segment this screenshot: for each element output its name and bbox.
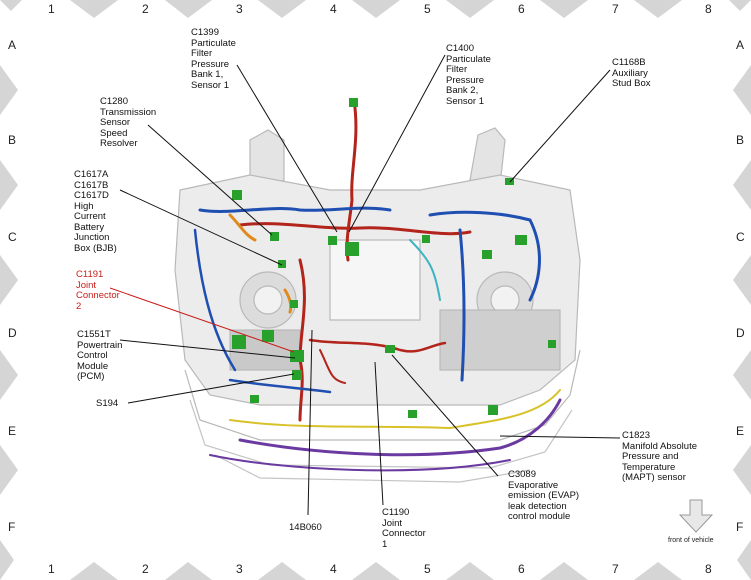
- grid-row-right-a: A: [736, 38, 745, 52]
- grid-row-left-c: C: [8, 230, 17, 244]
- wire-harnesses: [193, 98, 562, 472]
- grid-col-top-5: 5: [424, 2, 431, 16]
- grid-row-right-f: F: [736, 520, 744, 534]
- leader-lines: [109, 54, 621, 516]
- grid-col-top-7: 7: [612, 2, 619, 16]
- label-c1168b: C1168B Auxiliary Stud Box: [612, 57, 651, 89]
- label-14b060: 14B060: [289, 522, 322, 533]
- grid-col-top-1: 1: [48, 2, 55, 16]
- grid-col-bottom-6: 6: [518, 562, 525, 576]
- label-s194: S194: [96, 398, 119, 409]
- label-c1617: C1617A C1617B C1617D High Current Batter…: [74, 169, 117, 254]
- label-c1551t: C1551T Powertrain Control Module (PCM): [77, 329, 123, 382]
- grid-col-top-8: 8: [705, 2, 712, 16]
- connectors: [232, 98, 556, 418]
- grid-col-top-2: 2: [142, 2, 149, 16]
- grid-row-right-c: C: [736, 230, 745, 244]
- grid-row-left-d: D: [8, 326, 17, 340]
- grid-col-bottom-2: 2: [142, 562, 149, 576]
- grid-col-bottom-1: 1: [48, 562, 55, 576]
- label-c1823: C1823 Manifold Absolute Pressure and Tem…: [622, 430, 697, 483]
- front-arrow-icon: [678, 499, 714, 533]
- grid-col-top-4: 4: [330, 2, 337, 16]
- label-c1280: C1280 Transmission Sensor Speed Resolver: [100, 96, 157, 149]
- label-c3089: C3089 Evaporative emission (EVAP) leak d…: [508, 469, 580, 522]
- grid-col-bottom-8: 8: [705, 562, 712, 576]
- label-c1191: C1191 Joint Connector 2: [76, 269, 120, 312]
- grid-row-left-e: E: [8, 424, 17, 438]
- grid-col-top-6: 6: [518, 2, 525, 16]
- label-c1399: C1399 Particulate Filter Pressure Bank 1…: [191, 27, 236, 91]
- vehicle-frame: [174, 127, 581, 483]
- label-c1400: C1400 Particulate Filter Pressure Bank 2…: [446, 43, 491, 107]
- grid-row-right-b: B: [736, 133, 745, 147]
- grid-col-top-3: 3: [236, 2, 243, 16]
- grid-row-left-b: B: [8, 133, 17, 147]
- grid-row-right-e: E: [736, 424, 745, 438]
- grid-col-bottom-3: 3: [236, 562, 243, 576]
- front-of-vehicle-label: front of vehicle: [668, 537, 714, 544]
- label-c1190: C1190 Joint Connector 1: [382, 507, 426, 550]
- grid-row-left-f: F: [8, 520, 16, 534]
- grid-row-right-d: D: [736, 326, 745, 340]
- grid-col-bottom-5: 5: [424, 562, 431, 576]
- grid-col-bottom-7: 7: [612, 562, 619, 576]
- grid-row-left-a: A: [8, 38, 17, 52]
- grid-col-bottom-4: 4: [330, 562, 337, 576]
